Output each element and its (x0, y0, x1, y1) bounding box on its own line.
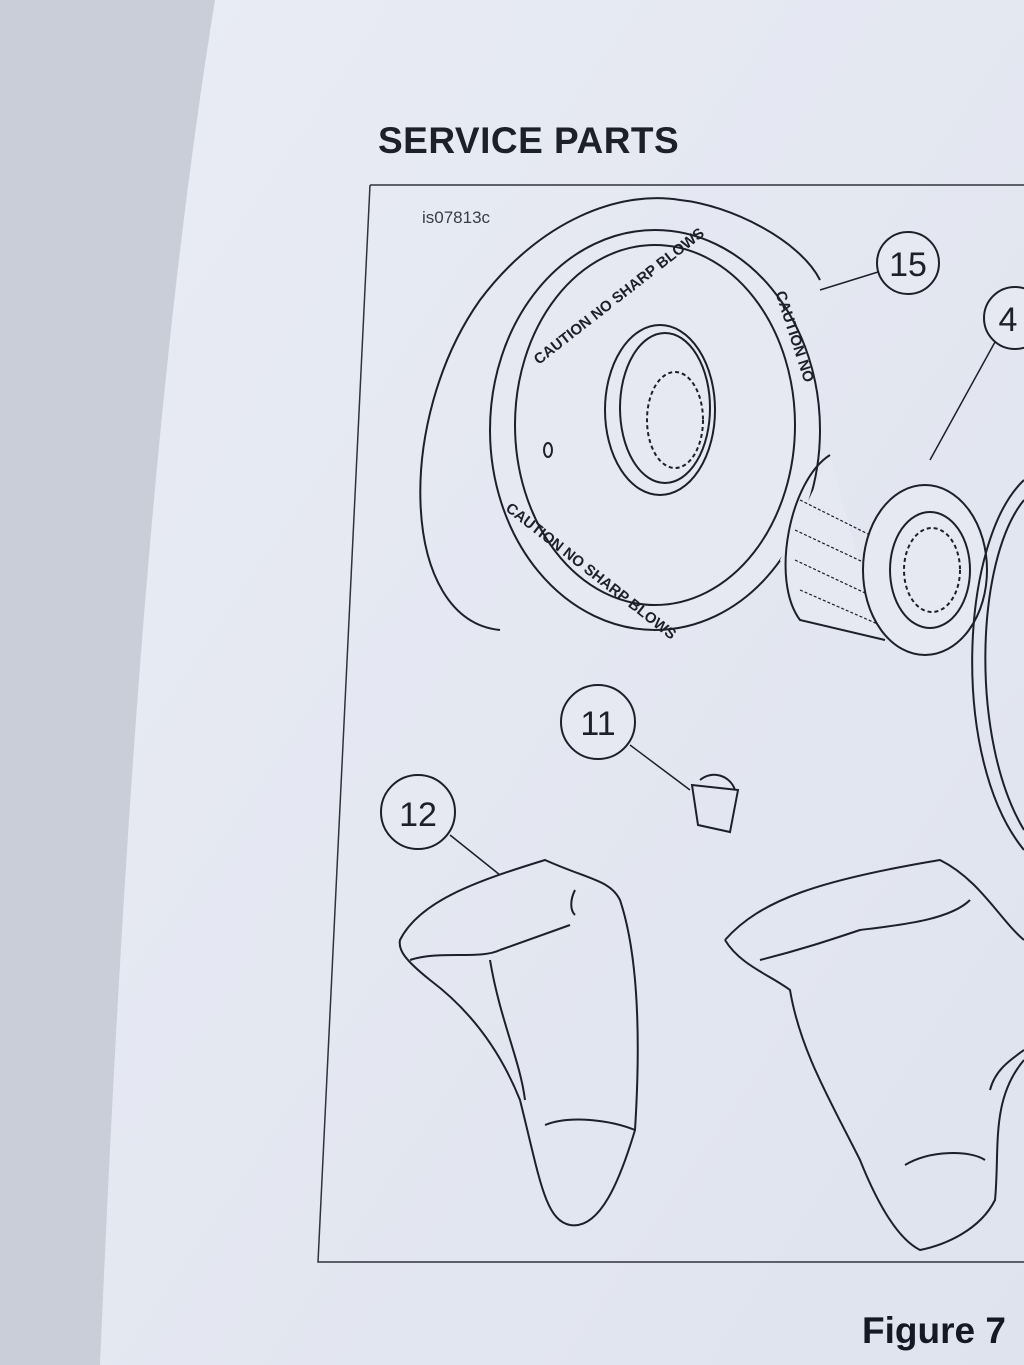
page-heading: SERVICE PARTS (378, 120, 680, 161)
figure-id-label: is07813c (422, 208, 491, 227)
clip-part-illustration (690, 773, 740, 834)
callout-4-circle (929, 286, 1024, 461)
shoe-part-illustration-2 (724, 858, 1024, 1252)
gear-part-illustration (780, 454, 1024, 851)
callout-12-circle (380, 774, 501, 876)
callout-15-circle (819, 231, 940, 295)
figure-frame (317, 184, 1024, 1263)
figure-caption: Figure 7 (862, 1310, 1006, 1351)
drum-part-illustration (419, 197, 821, 631)
callout-12: 12 (399, 796, 437, 834)
callout-11: 11 (580, 705, 615, 743)
callout-4: 4 (999, 301, 1018, 339)
callout-11-circle (560, 684, 691, 791)
shoe-part-illustration (398, 858, 639, 1227)
paper-sheet (100, 0, 1024, 1365)
callout-15: 15 (889, 246, 927, 284)
